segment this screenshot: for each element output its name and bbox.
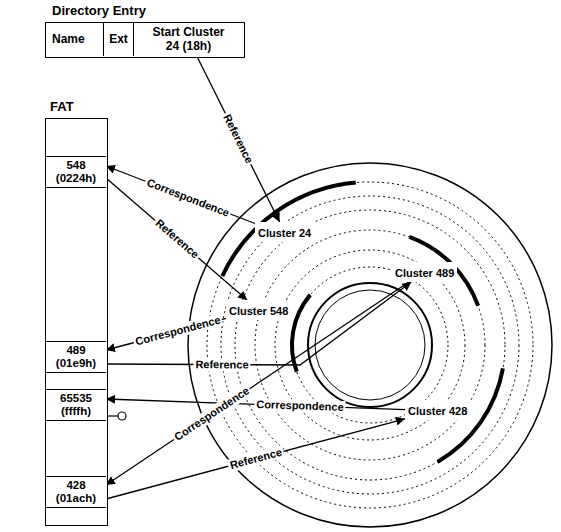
pointer-arrow (106, 419, 405, 499)
edge-label: Reference (220, 110, 257, 167)
pointer-arrow (106, 166, 255, 223)
edge-label: Correspondence (132, 313, 224, 349)
disk-hole (315, 290, 425, 400)
fat-table: 548 (0224h) 489 (01e9h) 65535 (ffffh) 428 (… (45, 118, 108, 526)
field-label: Name (52, 33, 85, 47)
cluster-band: Cluster 489 (392, 262, 457, 282)
fat-entry: 428 (01ach) (46, 476, 106, 508)
box-heading: FAT (50, 99, 74, 114)
directory-entry: NameExtStart Cluster 24 (18h)Directory E… (45, 22, 245, 58)
cluster-band: Cluster 24 (255, 222, 314, 242)
cluster-label: Cluster 489 (395, 267, 454, 279)
edge-label: Reference (226, 445, 285, 473)
disk-track (207, 182, 533, 508)
end-marker (118, 412, 126, 420)
edge-label: Reference (151, 215, 203, 262)
edge-label: Correspondence (170, 383, 253, 445)
cluster-label: Cluster 24 (258, 227, 311, 239)
field-label: Start Cluster 24 (18h) (149, 26, 229, 54)
end-marker-stem (108, 415, 118, 416)
fat-value: 489 (01e9h) (53, 344, 99, 370)
edge-label: Correspondence (254, 398, 346, 414)
cluster-label: Cluster 548 (229, 305, 288, 317)
edge-label: Correspondence (143, 175, 233, 220)
directory-field: Name (46, 23, 104, 56)
fat-entry: 489 (01e9h) (46, 341, 106, 373)
pointer-arrow (106, 282, 411, 365)
pointer-arrow (197, 56, 280, 222)
pointer-arrow (106, 282, 409, 485)
field-label: Ext (109, 33, 128, 47)
fat-value: 428 (01ach) (53, 479, 99, 505)
cluster-band: Cluster 548 (226, 300, 291, 320)
edge-label: Reference (194, 358, 251, 371)
fat-value: 65535 (ffffh) (53, 392, 99, 418)
cluster-band: Cluster 428 (405, 400, 470, 420)
directory-field: Ext (104, 23, 134, 56)
fat-value: 548 (0224h) (53, 159, 99, 185)
fat-entry: 65535 (ffffh) (46, 389, 106, 421)
cluster-arc (222, 183, 503, 462)
box-heading: Directory Entry (52, 3, 146, 18)
cluster-label: Cluster 428 (408, 405, 467, 417)
fat-entry: 548 (0224h) (46, 156, 106, 188)
disk-edge (188, 163, 552, 527)
directory-field: Start Cluster 24 (18h) (134, 23, 243, 56)
